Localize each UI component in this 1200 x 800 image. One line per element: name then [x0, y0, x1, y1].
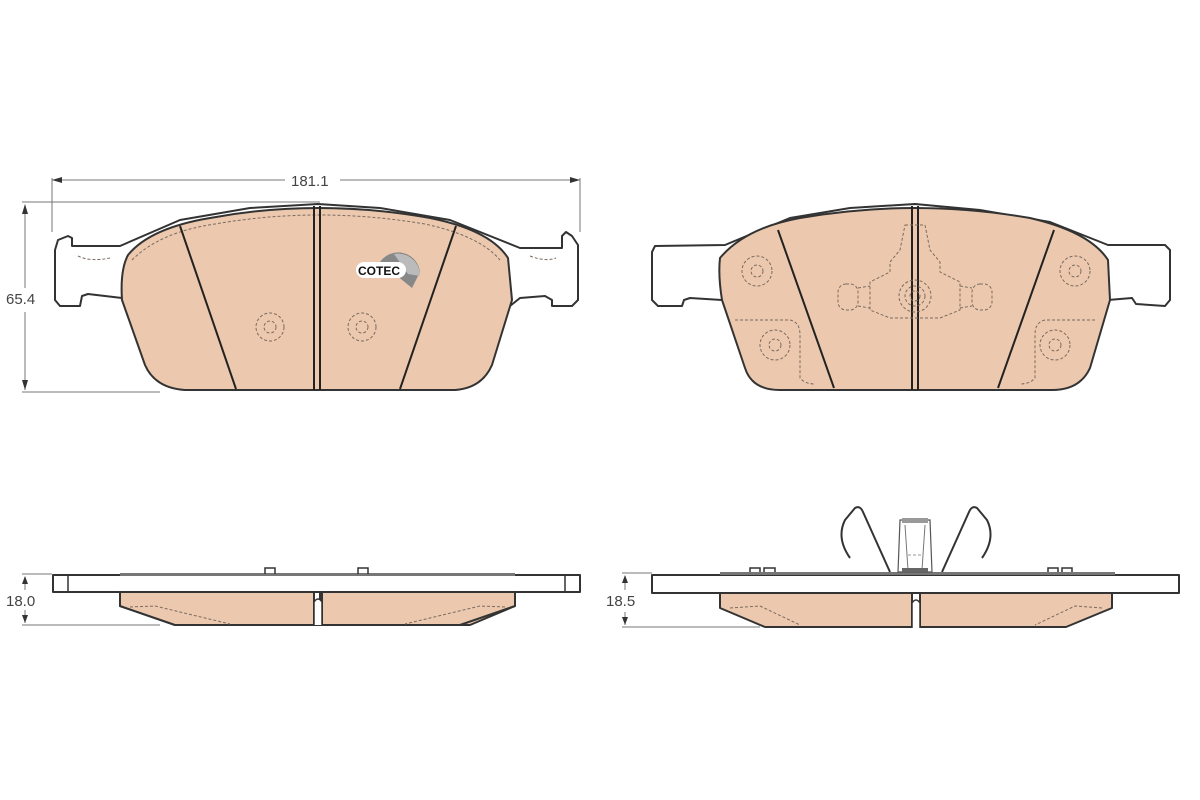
thickness-rear-label: 18.5 [606, 593, 635, 610]
height-dimension-label: 65.4 [6, 291, 35, 308]
width-dimension-label: 181.1 [291, 173, 329, 190]
thickness-front-label: 18.0 [6, 593, 35, 610]
spring-clip-outline [837, 224, 993, 319]
view-front-face: 181.1 65.4 COTEC [6, 173, 581, 393]
cotec-logo: COTEC [356, 252, 421, 288]
view-rear-side: 18.5 [606, 506, 1180, 628]
cotec-logo-text: COTEC [358, 264, 400, 278]
view-rear-face [651, 203, 1171, 391]
spring-clip [840, 506, 992, 573]
view-front-side: 18.0 [6, 567, 581, 626]
